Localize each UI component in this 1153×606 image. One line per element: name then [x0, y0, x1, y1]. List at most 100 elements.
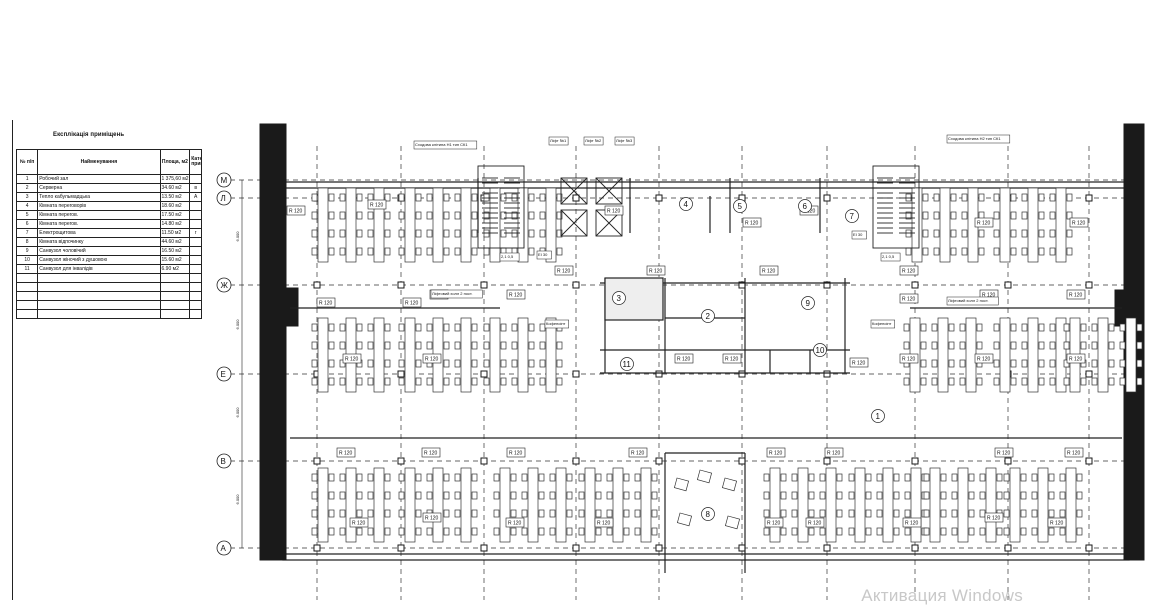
fire-rating-tag [342, 353, 362, 364]
office-chair [556, 377, 563, 386]
row-name: Санвузол чоловічий [37, 246, 161, 256]
office-chair [931, 341, 938, 350]
office-chair [950, 247, 957, 256]
office-chair [959, 377, 966, 386]
office-chair [951, 509, 958, 518]
office-chair [1021, 359, 1028, 368]
office-chair [398, 491, 405, 500]
table-row [15, 300, 202, 310]
office-chair [566, 527, 573, 536]
office-chair [311, 247, 318, 256]
fire-rating-label: R 120 [352, 521, 366, 527]
office-chair [398, 527, 405, 536]
room-number-bubble [733, 199, 747, 213]
office-chair [549, 473, 556, 482]
fire-rating-label: R 120 [977, 357, 991, 363]
lift2-label-box [583, 136, 604, 146]
fire-rating-tag [1066, 353, 1086, 364]
office-chair [339, 229, 346, 238]
desk [460, 467, 472, 543]
office-chair [539, 229, 546, 238]
row-name: Кімната перегов. [37, 210, 161, 220]
office-chair [549, 491, 556, 500]
axis-label: Л [221, 194, 226, 203]
elevator-hall-left-label-box [430, 289, 483, 299]
structural-column [572, 457, 580, 465]
desk [373, 467, 385, 543]
lift-cross [560, 209, 588, 237]
office-chair [500, 211, 507, 220]
structural-column [397, 457, 405, 465]
office-chair [1021, 247, 1028, 256]
row-num: 6 [15, 219, 39, 229]
fire-rating-tag [805, 517, 825, 528]
desk [1027, 187, 1039, 263]
office-chair [606, 491, 613, 500]
axis-label: Ж [221, 281, 229, 290]
office-chair [398, 473, 405, 482]
fire-rating-label: R 120 [597, 521, 611, 527]
office-chair [819, 527, 826, 536]
office-chair [511, 229, 518, 238]
office-chair [1136, 359, 1143, 368]
row-area: 15.60 м2 [159, 255, 191, 265]
fire-rating-tag [349, 517, 369, 528]
fire-rating-tag [1066, 289, 1086, 300]
desk [373, 317, 385, 393]
office-chair [865, 473, 872, 482]
structural-column [1085, 194, 1093, 202]
office-chair [415, 527, 422, 536]
desk [612, 467, 624, 543]
axis-bubble [216, 190, 232, 206]
elevator-hall-left-label: Ліфтовий холл 2 пост. [432, 291, 473, 296]
office-chair [454, 229, 461, 238]
office-chair [443, 323, 450, 332]
kofepoint-left-label-box [544, 319, 569, 329]
row-category [189, 201, 202, 211]
dimension-value: 6.000 [235, 494, 240, 505]
desk [317, 187, 329, 263]
fill-note-right-box [880, 252, 901, 262]
desk [999, 317, 1011, 393]
room-number: 10 [816, 346, 825, 355]
fire-rating-label: R 120 [745, 221, 759, 227]
room-number-bubble [701, 507, 715, 521]
office-chair [500, 229, 507, 238]
office-chair [763, 491, 770, 500]
office-chair [339, 193, 346, 202]
fire-rating-tag [554, 265, 574, 276]
office-chair [623, 473, 630, 482]
structural-column [572, 281, 580, 289]
office-chair [791, 491, 798, 500]
office-chair [1010, 229, 1017, 238]
fill-note-right: 2,1 0,5 [882, 254, 895, 259]
office-chair [556, 359, 563, 368]
row-area [159, 309, 191, 319]
office-chair [903, 377, 910, 386]
office-chair [922, 229, 929, 238]
row-category [189, 255, 202, 265]
structural-column [313, 281, 321, 289]
fire-rating-label: R 120 [987, 516, 1001, 522]
office-chair [634, 491, 641, 500]
row-name: Кімната відпочинку [37, 237, 161, 247]
office-chair [1059, 509, 1066, 518]
row-num: 2 [15, 183, 39, 193]
room-number-bubble [871, 409, 885, 423]
axis-bubble [216, 172, 232, 188]
office-chair [339, 491, 346, 500]
row-category [189, 264, 202, 274]
office-chair [339, 527, 346, 536]
header-area: Площа, м2 [159, 149, 191, 175]
office-chair [328, 229, 335, 238]
office-chair [651, 509, 658, 518]
office-chair [384, 193, 391, 202]
office-chair [1003, 473, 1010, 482]
office-chair [920, 377, 927, 386]
fire-rating-label: R 120 [1072, 221, 1086, 227]
office-chair [978, 193, 985, 202]
table-row [15, 291, 202, 301]
office-chair [1076, 473, 1083, 482]
